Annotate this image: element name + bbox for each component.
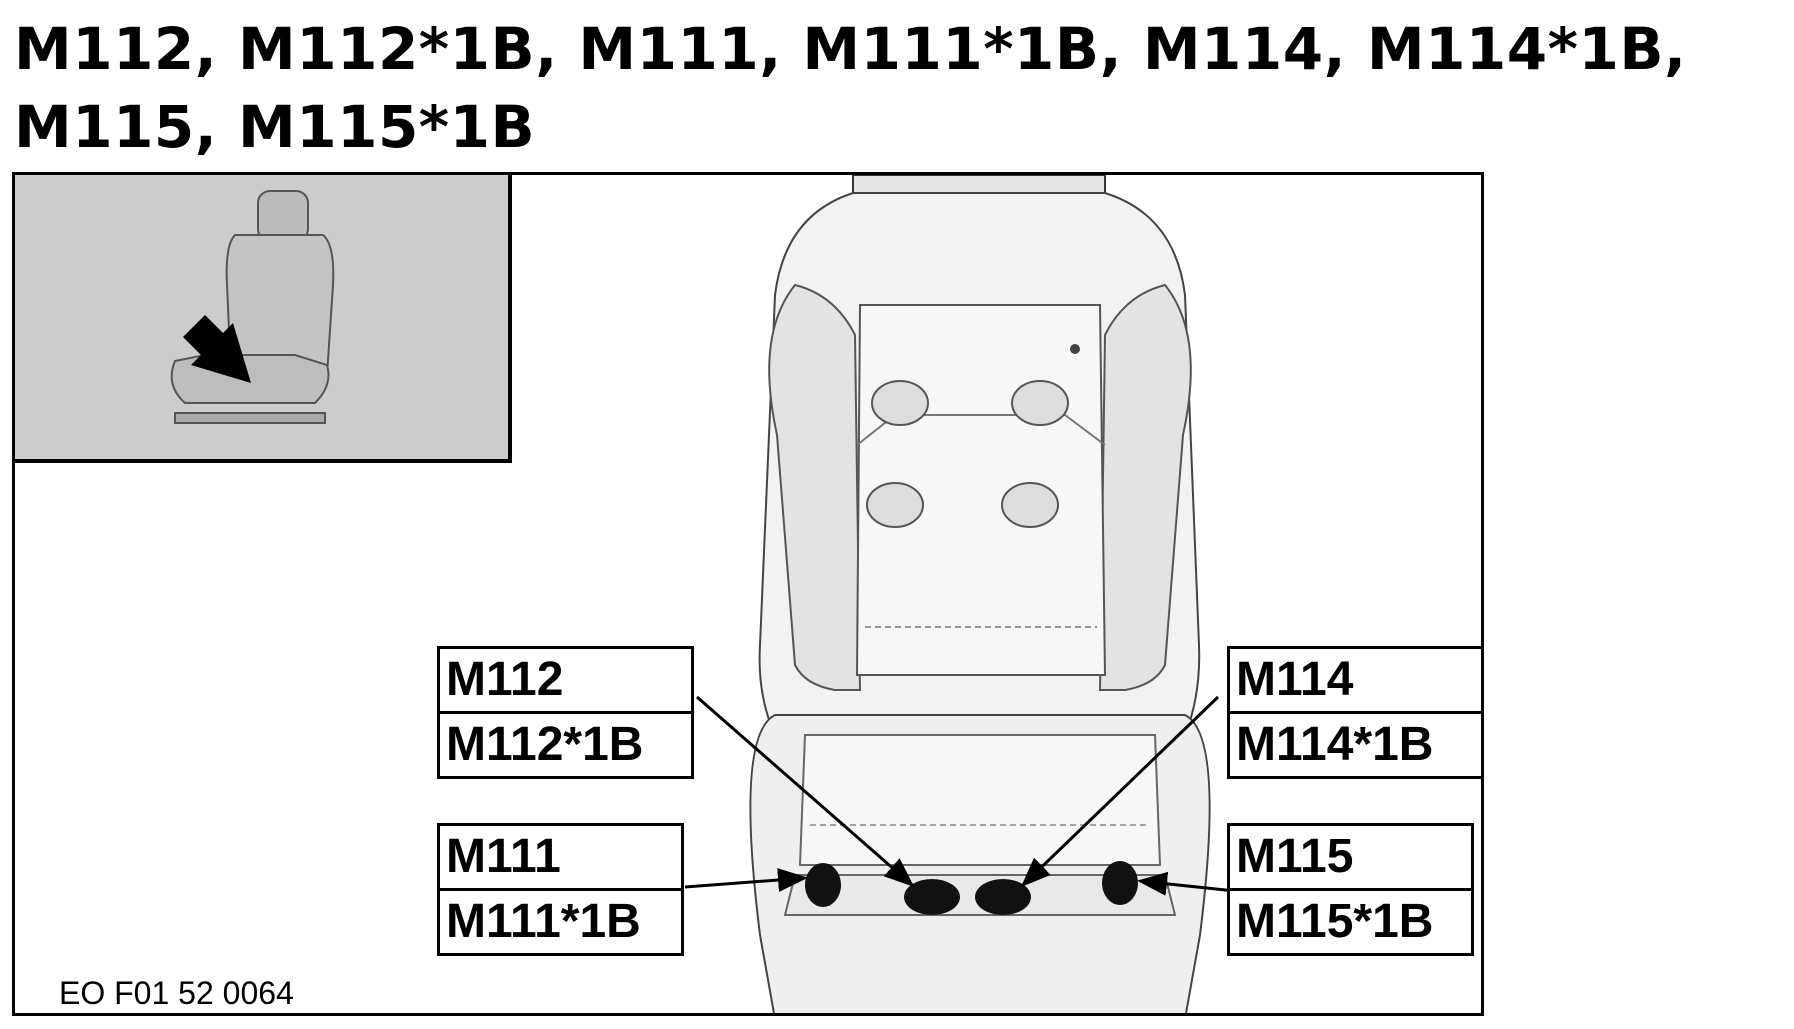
- connector-m111: [805, 863, 841, 907]
- callout-m114: M114 M114*1B: [1227, 646, 1481, 779]
- callout-m112-line1: M112: [446, 653, 564, 706]
- seat-locator-icon: [170, 190, 335, 424]
- locator-inset: [15, 175, 512, 463]
- callout-m111-line2: M111*1B: [440, 888, 681, 953]
- callout-m115: M115 M115*1B: [1227, 823, 1474, 956]
- callout-m115-line2: M115*1B: [1230, 888, 1471, 953]
- callout-m114-line1: M114: [1236, 653, 1354, 706]
- seat-diagram: M112 M112*1B M114 M114*1B M111 M111*1B M…: [12, 172, 1484, 1016]
- seat-illustration: [684, 175, 1236, 1013]
- page-title: M112, M112*1B, M111, M111*1B, M114, M114…: [14, 15, 1687, 161]
- leader-line-m115: [1137, 871, 1236, 896]
- callout-m112-line2: M112*1B: [440, 711, 691, 776]
- connector-m115: [1102, 861, 1138, 905]
- callout-m112: M112 M112*1B: [437, 646, 694, 779]
- leader-line-m112: [696, 695, 915, 887]
- callout-m114-line2: M114*1B: [1230, 711, 1481, 776]
- seat-backrest: [758, 175, 1201, 736]
- leader-line-m114: [1020, 695, 1220, 888]
- callout-m111-line1: M111: [446, 830, 561, 883]
- callout-m111: M111 M111*1B: [437, 823, 684, 956]
- callout-m115-line1: M115: [1236, 830, 1354, 883]
- figure-code: EO F01 52 0064: [59, 975, 294, 1011]
- connector-m114: [975, 879, 1031, 915]
- connector-m112: [904, 879, 960, 915]
- leader-line-m111: [684, 868, 808, 892]
